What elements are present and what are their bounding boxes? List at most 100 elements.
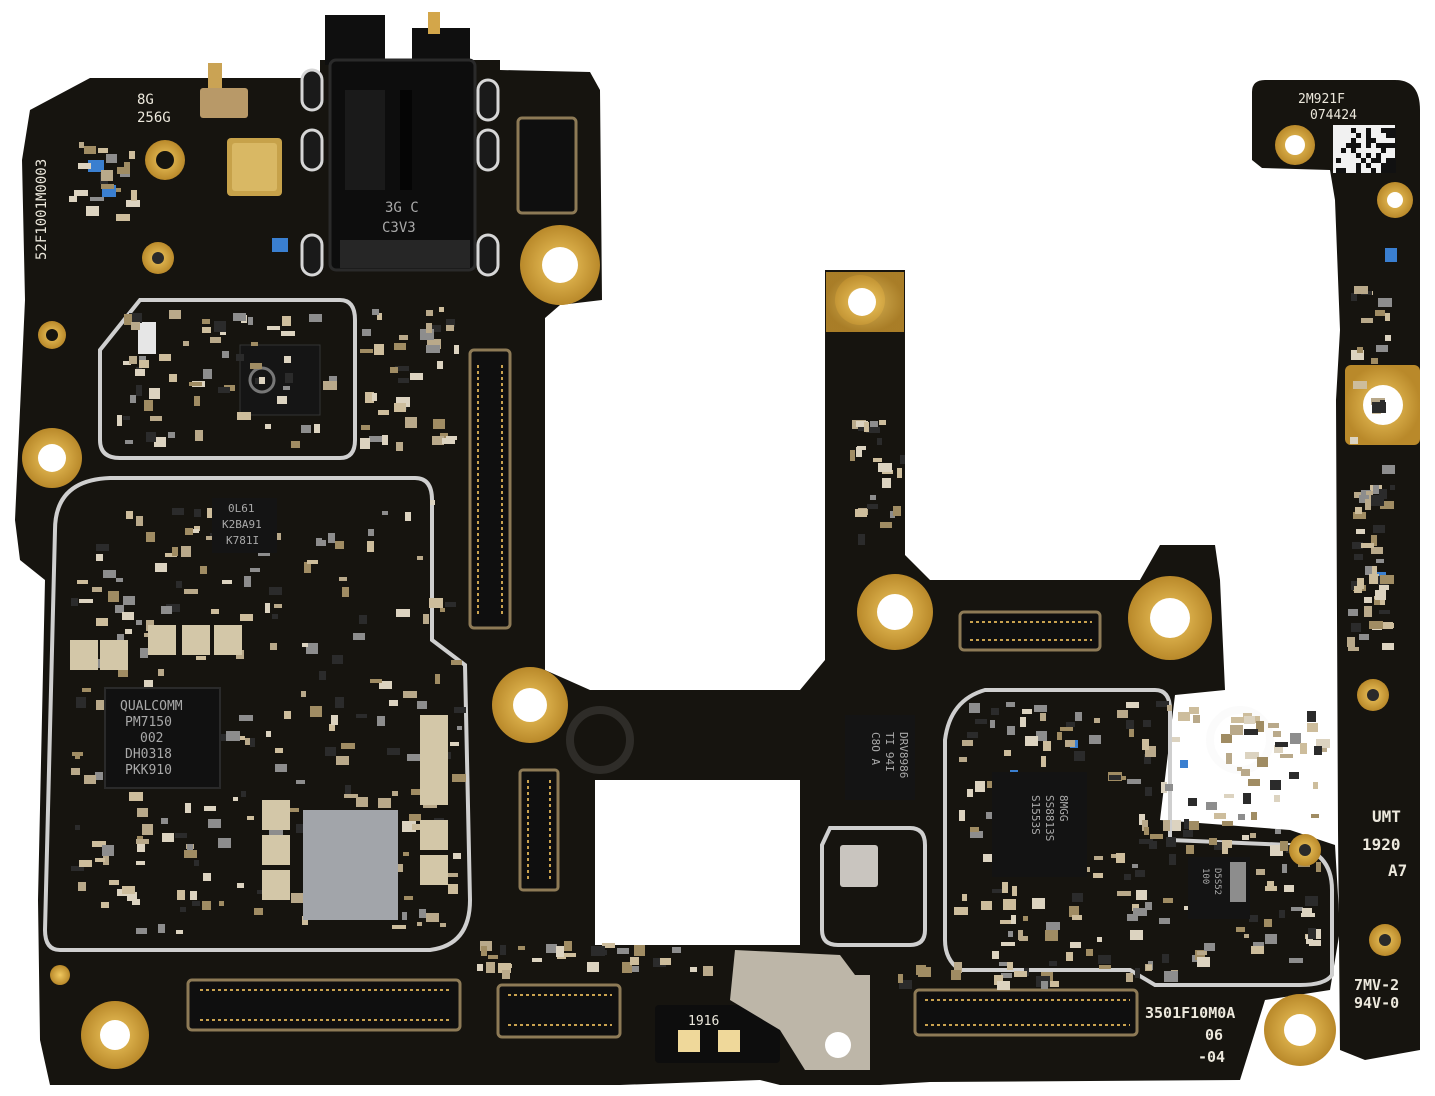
passive-part [398,864,403,872]
passive-part [1376,559,1384,563]
passive-part [1099,965,1111,969]
passive-part [1361,543,1374,548]
passive-part [1000,920,1011,924]
passive-part [301,425,311,433]
passive-part [672,947,681,953]
qr-module [1351,128,1356,133]
passive-part [1020,717,1026,727]
passive-part [1378,298,1392,307]
passive-part [602,943,615,948]
passive-part [222,351,229,358]
passive-part [1189,707,1199,714]
capacitor [420,855,448,885]
passive-part [108,591,119,602]
passive-part [129,792,143,801]
passive-part [992,889,1003,893]
passive-part [437,361,443,369]
passive-part [1348,647,1359,651]
capacitor [214,625,242,655]
passive-part [900,455,905,464]
passive-part [1130,930,1143,940]
passive-part [1371,495,1384,506]
passive-part [1163,820,1170,831]
passive-part [101,170,113,181]
passive-part [1001,942,1015,946]
passive-part [1007,726,1015,735]
passive-part [404,896,413,900]
passive-part [877,438,882,445]
passive-part [1066,722,1075,727]
passive-part [420,329,434,340]
passive-part [429,598,443,608]
passive-part [284,711,291,719]
passive-part [169,374,177,382]
passive-part [184,589,198,594]
passive-part [392,925,406,929]
passive-part [250,738,255,747]
passive-part [1280,841,1288,851]
pmic-text-4: DH0318 [125,747,172,762]
passive-part [71,598,78,606]
passive-part [970,827,979,832]
passive-part [1375,590,1386,600]
passive-part [402,912,407,920]
passive-part [116,214,130,221]
passive-part [172,547,178,556]
passive-part [277,396,287,404]
memory-label-1: 8G [137,92,154,108]
passive-part [274,604,282,608]
qr-module [1351,138,1356,143]
passive-part [233,313,246,321]
passive-part [500,945,506,955]
passive-part [267,326,280,330]
passive-part [1359,634,1369,640]
pmic-text-2: PM7150 [125,715,172,730]
passive-part [959,757,967,762]
passive-part [454,345,459,354]
drv-text-1: DRV8986 [897,732,910,778]
jack-text-2: C3V3 [382,220,416,236]
passive-part [1373,525,1385,533]
passive-part [90,197,104,201]
passive-part [417,922,422,926]
passive-part [1353,381,1367,389]
passive-part [378,798,391,808]
passive-part [154,437,166,447]
passive-part [962,894,967,901]
passive-part [994,975,1003,985]
passive-part [220,330,226,335]
qr-module [1351,148,1356,153]
passive-part [1072,893,1083,902]
passive-part [103,570,116,578]
qcom-ic [239,344,321,416]
qr-module [1356,143,1361,148]
passive-part [1193,715,1200,723]
qr-module [1336,158,1341,163]
passive-part [1049,961,1057,966]
passive-part [1161,782,1167,793]
passive-part [208,819,221,828]
passive-part [307,560,318,564]
passive-part [102,845,114,856]
passive-part [203,369,212,379]
passive-part [1290,733,1301,744]
qr-module [1356,163,1361,168]
passive-part [1257,757,1268,767]
passive-part [1274,795,1280,802]
passive-part [1169,854,1176,865]
passive-part [394,403,406,412]
passive-part [270,643,277,650]
passive-part [370,679,382,683]
qr-module [1371,168,1376,173]
passive-part [983,854,996,862]
qr-module [1381,168,1386,173]
passive-part [339,577,347,581]
passive-part [518,946,525,950]
passive-part [356,714,367,718]
passive-part [367,541,374,552]
passive-part [858,534,865,545]
passive-part [396,609,410,617]
mfg-label-1: 7MV-2 [1354,976,1399,994]
passive-part [1380,501,1394,509]
passive-part [426,310,433,316]
